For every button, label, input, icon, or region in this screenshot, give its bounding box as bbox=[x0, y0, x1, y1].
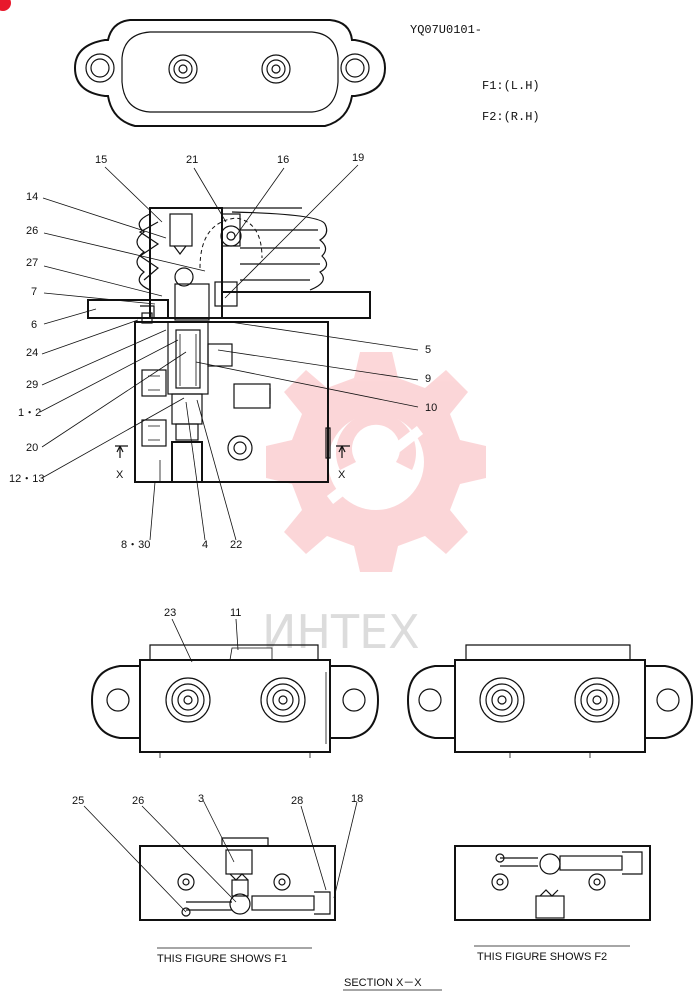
part-label-24: 24 bbox=[26, 347, 38, 359]
variant-f1-label: F1:(L.H) bbox=[482, 79, 540, 93]
section-view-f2 bbox=[454, 845, 651, 921]
part-label-8-30: 8・30 bbox=[121, 539, 150, 551]
leader-11 bbox=[235, 618, 239, 651]
section-view-f1 bbox=[139, 837, 336, 921]
part-label-23: 23 bbox=[164, 607, 176, 619]
part-label-1-2: 1・2 bbox=[18, 407, 41, 419]
drawing-code: YQ07U0101- bbox=[410, 23, 482, 37]
part-label-19: 19 bbox=[352, 152, 364, 164]
part-label-16: 16 bbox=[277, 154, 289, 166]
leader-26b bbox=[141, 805, 237, 903]
part-label-18: 18 bbox=[351, 793, 363, 805]
watermark-gear-logo bbox=[266, 352, 486, 572]
corner-badge bbox=[0, 0, 11, 11]
leader-3 bbox=[202, 799, 235, 863]
flange-view-f1 bbox=[90, 644, 380, 758]
leader-28 bbox=[300, 805, 327, 891]
part-label-12-13: 12・13 bbox=[9, 473, 44, 485]
main-section-view bbox=[87, 207, 371, 483]
part-label-6: 6 bbox=[31, 319, 37, 331]
part-label-11: 11 bbox=[230, 607, 241, 619]
caption-section: SECTION X－X bbox=[344, 977, 422, 989]
part-label-7: 7 bbox=[31, 286, 37, 298]
part-label-20: 20 bbox=[26, 442, 38, 454]
leader-18 bbox=[333, 801, 358, 899]
part-label-5: 5 bbox=[425, 344, 431, 356]
part-label-4: 4 bbox=[202, 539, 208, 551]
part-label-27: 27 bbox=[26, 257, 38, 269]
part-label-29: 29 bbox=[26, 379, 38, 391]
leader-lines-main bbox=[39, 164, 419, 541]
part-label-28: 28 bbox=[291, 795, 303, 807]
leader-23 bbox=[171, 618, 193, 663]
caption-f1: THIS FIGURE SHOWS F1 bbox=[157, 953, 287, 965]
section-mark-left: X bbox=[116, 469, 124, 481]
part-label-22: 22 bbox=[230, 539, 242, 551]
part-label-3: 3 bbox=[198, 793, 204, 805]
part-label-21: 21 bbox=[186, 154, 198, 166]
leader-25 bbox=[83, 805, 187, 913]
top-flange-view bbox=[73, 19, 387, 127]
section-mark-right: X bbox=[338, 469, 346, 481]
part-label-15: 15 bbox=[95, 154, 107, 166]
flange-view-f2 bbox=[406, 644, 694, 758]
part-label-14: 14 bbox=[26, 191, 38, 203]
caption-f2: THIS FIGURE SHOWS F2 bbox=[477, 951, 607, 963]
variant-f2-label: F2:(R.H) bbox=[482, 110, 540, 124]
part-label-26: 26 bbox=[26, 225, 38, 237]
part-label-9: 9 bbox=[425, 373, 431, 385]
watermark-text: ИНТЕХ bbox=[262, 605, 420, 659]
part-label-25: 25 bbox=[72, 795, 84, 807]
part-label-26b: 26 bbox=[132, 795, 144, 807]
part-label-10: 10 bbox=[425, 402, 437, 414]
